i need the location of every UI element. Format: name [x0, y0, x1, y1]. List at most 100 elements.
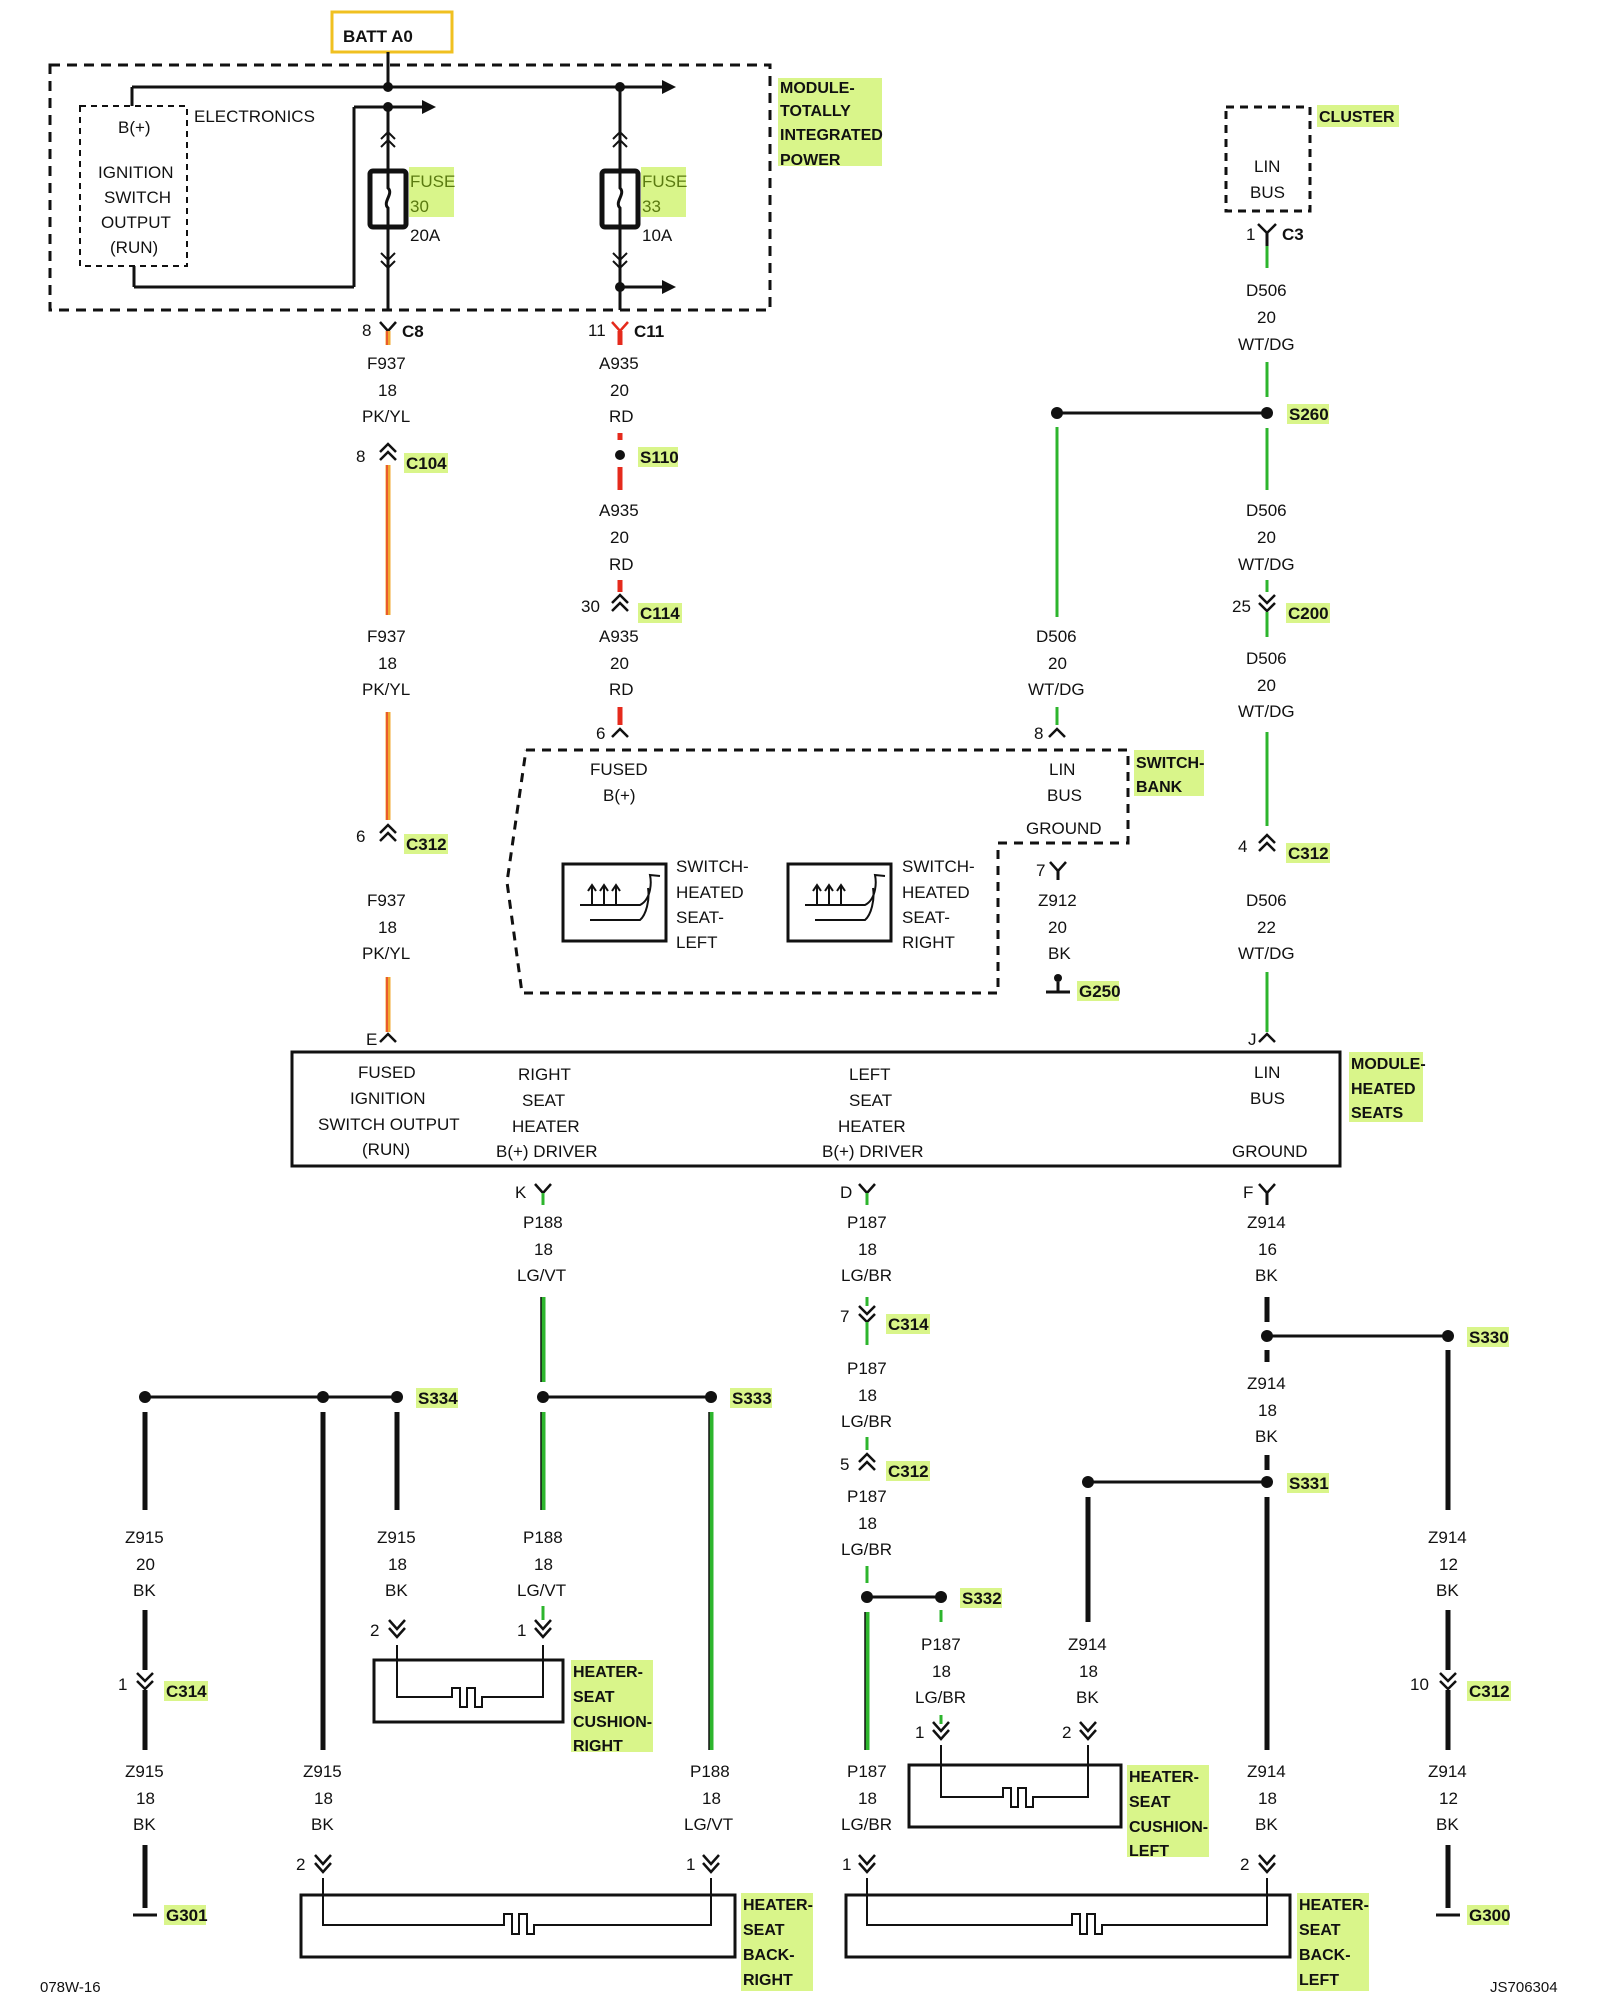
fuse-30-rating: 20A [410, 226, 441, 245]
sb-title-1: SWITCH- [1136, 755, 1204, 772]
hsm-ign-3: SWITCH OUTPUT [318, 1115, 460, 1134]
c11-name: C11 [634, 322, 664, 341]
hbl-pin2: 2 [1240, 1855, 1249, 1874]
hbl-title-4: LEFT [1299, 1972, 1339, 1989]
p188-b-gauge: 18 [534, 1555, 553, 1574]
s330-splice [1442, 1330, 1454, 1342]
z914-d-id: Z914 [1247, 1762, 1286, 1781]
c3-name: C3 [1282, 225, 1304, 244]
d506-e-color: WT/DG [1238, 944, 1295, 963]
sb-fused-2: B(+) [603, 786, 636, 805]
fuse-33-num: 33 [642, 197, 661, 216]
c114-pin: 30 [581, 597, 600, 616]
hbl-title-3: BACK- [1299, 1947, 1351, 1964]
p188-c-id: P188 [690, 1762, 730, 1781]
p187-d-id: P187 [921, 1635, 961, 1654]
sb-ground: GROUND [1026, 819, 1102, 838]
z915-b-gauge: 18 [136, 1789, 155, 1808]
heated-seats-module-box [290, 1050, 1342, 1168]
fuse-30-word: FUSE [410, 172, 455, 191]
s332-label: S332 [962, 1589, 1002, 1608]
d506-c-color: WT/DG [1028, 680, 1085, 699]
hsm-right-1: RIGHT [518, 1065, 571, 1084]
p187-a-id: P187 [847, 1213, 887, 1232]
c314-p187-pin: 7 [840, 1307, 849, 1326]
z914-c-color: BK [1076, 1688, 1099, 1707]
tipm-ign-4: (RUN) [110, 238, 158, 257]
z914-a-color: BK [1255, 1266, 1278, 1285]
z912-id: Z912 [1038, 891, 1077, 910]
c314-z915-pin: 1 [118, 1675, 127, 1694]
hsm-left-1: LEFT [849, 1065, 891, 1084]
p188-a-gauge: 18 [534, 1240, 553, 1259]
batt-a0-label: BATT A0 [343, 27, 413, 46]
f937-c-color: PK/YL [362, 944, 410, 963]
a935-b-gauge: 20 [610, 528, 629, 547]
sw-right-3: SEAT- [902, 908, 950, 927]
cluster-lin-2: BUS [1250, 183, 1285, 202]
heated-seat-left-switch-icon[interactable] [561, 862, 668, 943]
hcr-pin2-connector-icon [388, 1619, 406, 1631]
c312-d506-name: C312 [1288, 844, 1329, 863]
c114-name: C114 [640, 604, 680, 623]
sb-pin6-connector-icon [611, 727, 629, 738]
hsm-lin-1: LIN [1254, 1063, 1280, 1082]
z914-a-id: Z914 [1247, 1213, 1286, 1232]
z914-f-color: BK [1436, 1815, 1459, 1834]
p188-b-id: P188 [523, 1528, 563, 1547]
c312-z914-name: C312 [1469, 1682, 1510, 1701]
sw-left-4: LEFT [676, 933, 718, 952]
c312-f937-connector-icon [379, 823, 397, 834]
z914-e-gauge: 12 [1439, 1555, 1458, 1574]
d506-b-gauge: 20 [1257, 528, 1276, 547]
c312-p187-connector-icon [858, 1452, 876, 1463]
c312-d506-connector-icon [1258, 833, 1276, 844]
tipm-title-4: POWER [780, 152, 841, 169]
heated-seat-right-switch-icon[interactable] [786, 862, 893, 943]
p187-c-color: LG/BR [841, 1540, 892, 1559]
hbr-pin2: 2 [296, 1855, 305, 1874]
hsm-j-pin: J [1248, 1030, 1257, 1049]
c114-connector-icon [611, 593, 629, 604]
tipm-title-3: INTEGRATED [780, 127, 883, 144]
z912-color: BK [1048, 944, 1071, 963]
f937-a-gauge: 18 [378, 381, 397, 400]
heater-cushion-left-element-icon [940, 1745, 1089, 1808]
cluster-title: CLUSTER [1319, 109, 1395, 126]
p187-a-color: LG/BR [841, 1266, 892, 1285]
hsm-e-pin: E [366, 1030, 377, 1049]
hcr-title-4: RIGHT [573, 1738, 623, 1755]
sb-fused-1: FUSED [590, 760, 648, 779]
hbl-title-2: SEAT [1299, 1922, 1341, 1939]
z914-c-gauge: 18 [1079, 1662, 1098, 1681]
heater-cushion-right-element-icon [396, 1645, 544, 1708]
p188-a-id: P188 [523, 1213, 563, 1232]
footer-left-code: 078W-16 [40, 1979, 101, 1996]
sb-lin-1: LIN [1049, 760, 1075, 779]
z915-b-id: Z915 [125, 1762, 164, 1781]
d506-d-id: D506 [1246, 649, 1287, 668]
tipm-bplus: B(+) [118, 118, 151, 137]
z915-d-id: Z915 [377, 1528, 416, 1547]
hsm-title-3: SEATS [1351, 1105, 1403, 1122]
p187-a-gauge: 18 [858, 1240, 877, 1259]
hsm-ground: GROUND [1232, 1142, 1308, 1161]
a935-b-color: RD [609, 555, 634, 574]
c312-d506-pin: 4 [1238, 837, 1247, 856]
f937-c-id: F937 [367, 891, 406, 910]
hcr-title-1: HEATER- [573, 1664, 643, 1681]
a935-b-id: A935 [599, 501, 639, 520]
switch-bank-outline [505, 748, 1130, 995]
c312-z914-connector-icon [1439, 1672, 1457, 1683]
hsm-d-connector-icon [858, 1183, 876, 1195]
c312-f937-pin: 6 [356, 827, 365, 846]
p187-c-id: P187 [847, 1487, 887, 1506]
sb-pin8: 8 [1034, 724, 1043, 743]
c104-pin: 8 [356, 447, 365, 466]
sw-right-4: RIGHT [902, 933, 955, 952]
fuse-30-num: 30 [410, 197, 429, 216]
c200-name: C200 [1288, 604, 1329, 623]
z915-d-color: BK [385, 1581, 408, 1600]
c11-connector-icon [611, 321, 629, 333]
hcr-title-3: CUSHION- [573, 1714, 652, 1731]
